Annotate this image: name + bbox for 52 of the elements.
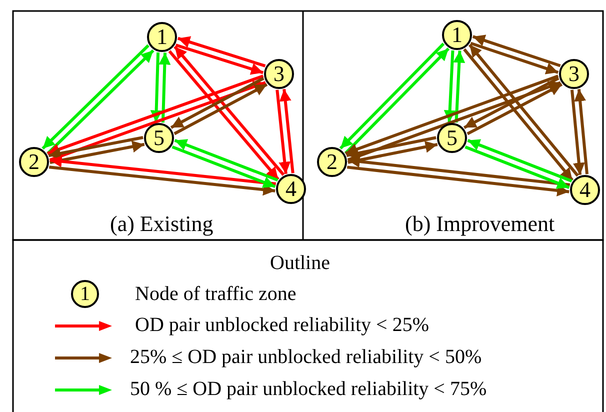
arrow: [444, 50, 456, 122]
arrow: [50, 155, 276, 186]
arrow: [463, 76, 560, 129]
arrow: [346, 136, 436, 160]
arrow: [464, 146, 570, 189]
arrow: [174, 138, 278, 182]
arrow: [574, 89, 588, 174]
zone-node: 4: [570, 175, 600, 205]
arrow: [570, 90, 585, 175]
zone-node: 2: [19, 147, 49, 177]
legend-text: Node of traffic zone: [135, 284, 296, 304]
arrow: [158, 52, 171, 123]
arrow: [472, 34, 561, 68]
arrow: [348, 156, 570, 186]
panel-caption: (a) Existing: [110, 213, 214, 235]
zone-node: 2: [317, 147, 347, 177]
arrow: [346, 166, 570, 196]
arrow: [172, 145, 276, 188]
arrow: [279, 88, 294, 174]
arrow: [168, 50, 280, 180]
arrow: [347, 81, 562, 162]
arrow: [467, 139, 572, 182]
legend-text: OD pair unblocked reliability < 25%: [135, 315, 429, 335]
arrow: [48, 136, 144, 160]
zone-node: 5: [437, 123, 467, 153]
arrow: [276, 90, 291, 174]
arrow: [175, 44, 264, 75]
arrow: [174, 83, 268, 136]
legend-text: 50 % ≤ OD pair unblocked reliability < 75%: [130, 379, 487, 399]
arrow: [466, 83, 563, 136]
arrow: [150, 52, 162, 122]
arrow: [470, 42, 559, 74]
arrow: [170, 76, 264, 129]
zone-node: 1: [71, 280, 99, 308]
legend-title: Outline: [270, 253, 330, 273]
arrow: [50, 140, 145, 164]
arrow: [48, 166, 276, 196]
legend-text: 25% ≤ OD pair unblocked reliability < 50%: [130, 347, 482, 367]
arrow: [453, 50, 466, 123]
arrow: [177, 36, 266, 68]
zone-node: 3: [559, 59, 589, 89]
zone-node: 5: [144, 123, 174, 153]
arrow: [46, 74, 264, 156]
zone-node: 1: [147, 22, 177, 52]
zone-node: 1: [442, 20, 472, 50]
zone-node: 4: [276, 174, 306, 204]
arrow: [174, 46, 285, 176]
arrow: [348, 140, 438, 164]
arrow: [344, 74, 559, 155]
zone-node: 3: [264, 59, 294, 89]
arrow: [49, 80, 266, 162]
panel-caption: (b) Improvement: [405, 213, 555, 235]
